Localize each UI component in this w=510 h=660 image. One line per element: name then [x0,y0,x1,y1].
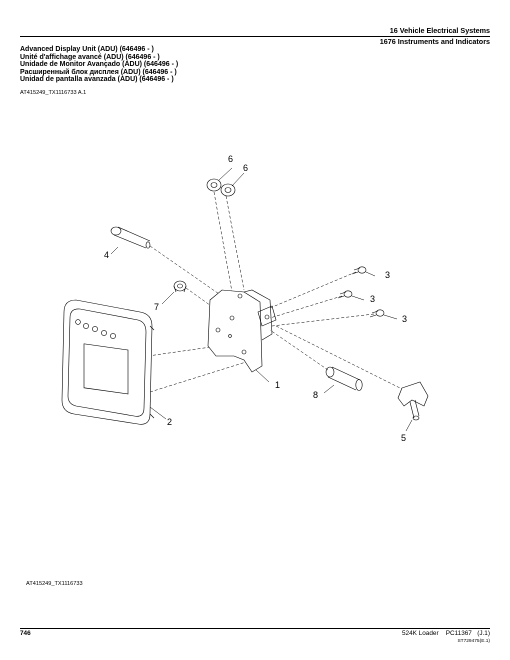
callout-5: 5 [401,433,406,443]
callout-4: 4 [104,250,109,260]
washer-part-6b [220,183,236,197]
footer-divider [20,628,490,629]
part-titles: Advanced Display Unit (ADU) (646496 - ) … [20,46,178,84]
model-name: 524K Loader [401,630,439,637]
bolt-part-4 [110,226,151,249]
callout-3b: 3 [370,294,375,304]
section-title: 16 Vehicle Electrical Systems [389,26,490,35]
revision: (J.1) [477,630,490,637]
screw-part-3b [337,290,353,299]
callout-7: 7 [154,302,159,312]
header-divider [20,36,490,37]
screw-part-3c [369,309,385,318]
display-unit-part-2 [61,299,155,425]
callout-6a: 6 [228,154,233,164]
title-en: Advanced Display Unit (ADU) (646496 - ) [20,46,154,53]
footer-info: 524K Loader PC11367 (J.1) [402,630,490,637]
bolt-part-8 [325,366,363,391]
callout-3c: 3 [402,314,407,324]
document-code: ST729475(E.1) [457,639,490,644]
washer-part-6a [206,178,222,192]
callout-3a: 3 [385,270,390,280]
callout-1: 1 [275,380,280,390]
mounting-bracket-part-1 [207,289,277,373]
figure-reference: AT415249_TX1116733 A.1 [20,90,87,96]
callout-6b: 6 [243,163,248,173]
title-pt: Unidade de Monitor Avançado (ADU) (64649… [20,61,179,69]
figure-reference-bottom: AT415249_TX1116733 [26,581,83,587]
title-fr: Unité d'affichage avancé (ADU) (646496 -… [20,53,160,61]
nut-part-7 [173,280,187,293]
callout-8: 8 [313,390,318,400]
title-ru: Расширенный блок дисплея (ADU) (646496 -… [20,68,177,76]
callout-2: 2 [167,417,172,427]
group-title: 1676 Instruments and Indicators [379,37,490,46]
catalog-number: PC11367 [445,630,472,637]
knob-part-5 [397,381,429,421]
title-es: Unidad de pantalla avanzada (ADU) (64649… [20,76,174,84]
screw-part-3a [351,266,367,275]
page-number: 746 [20,630,31,637]
